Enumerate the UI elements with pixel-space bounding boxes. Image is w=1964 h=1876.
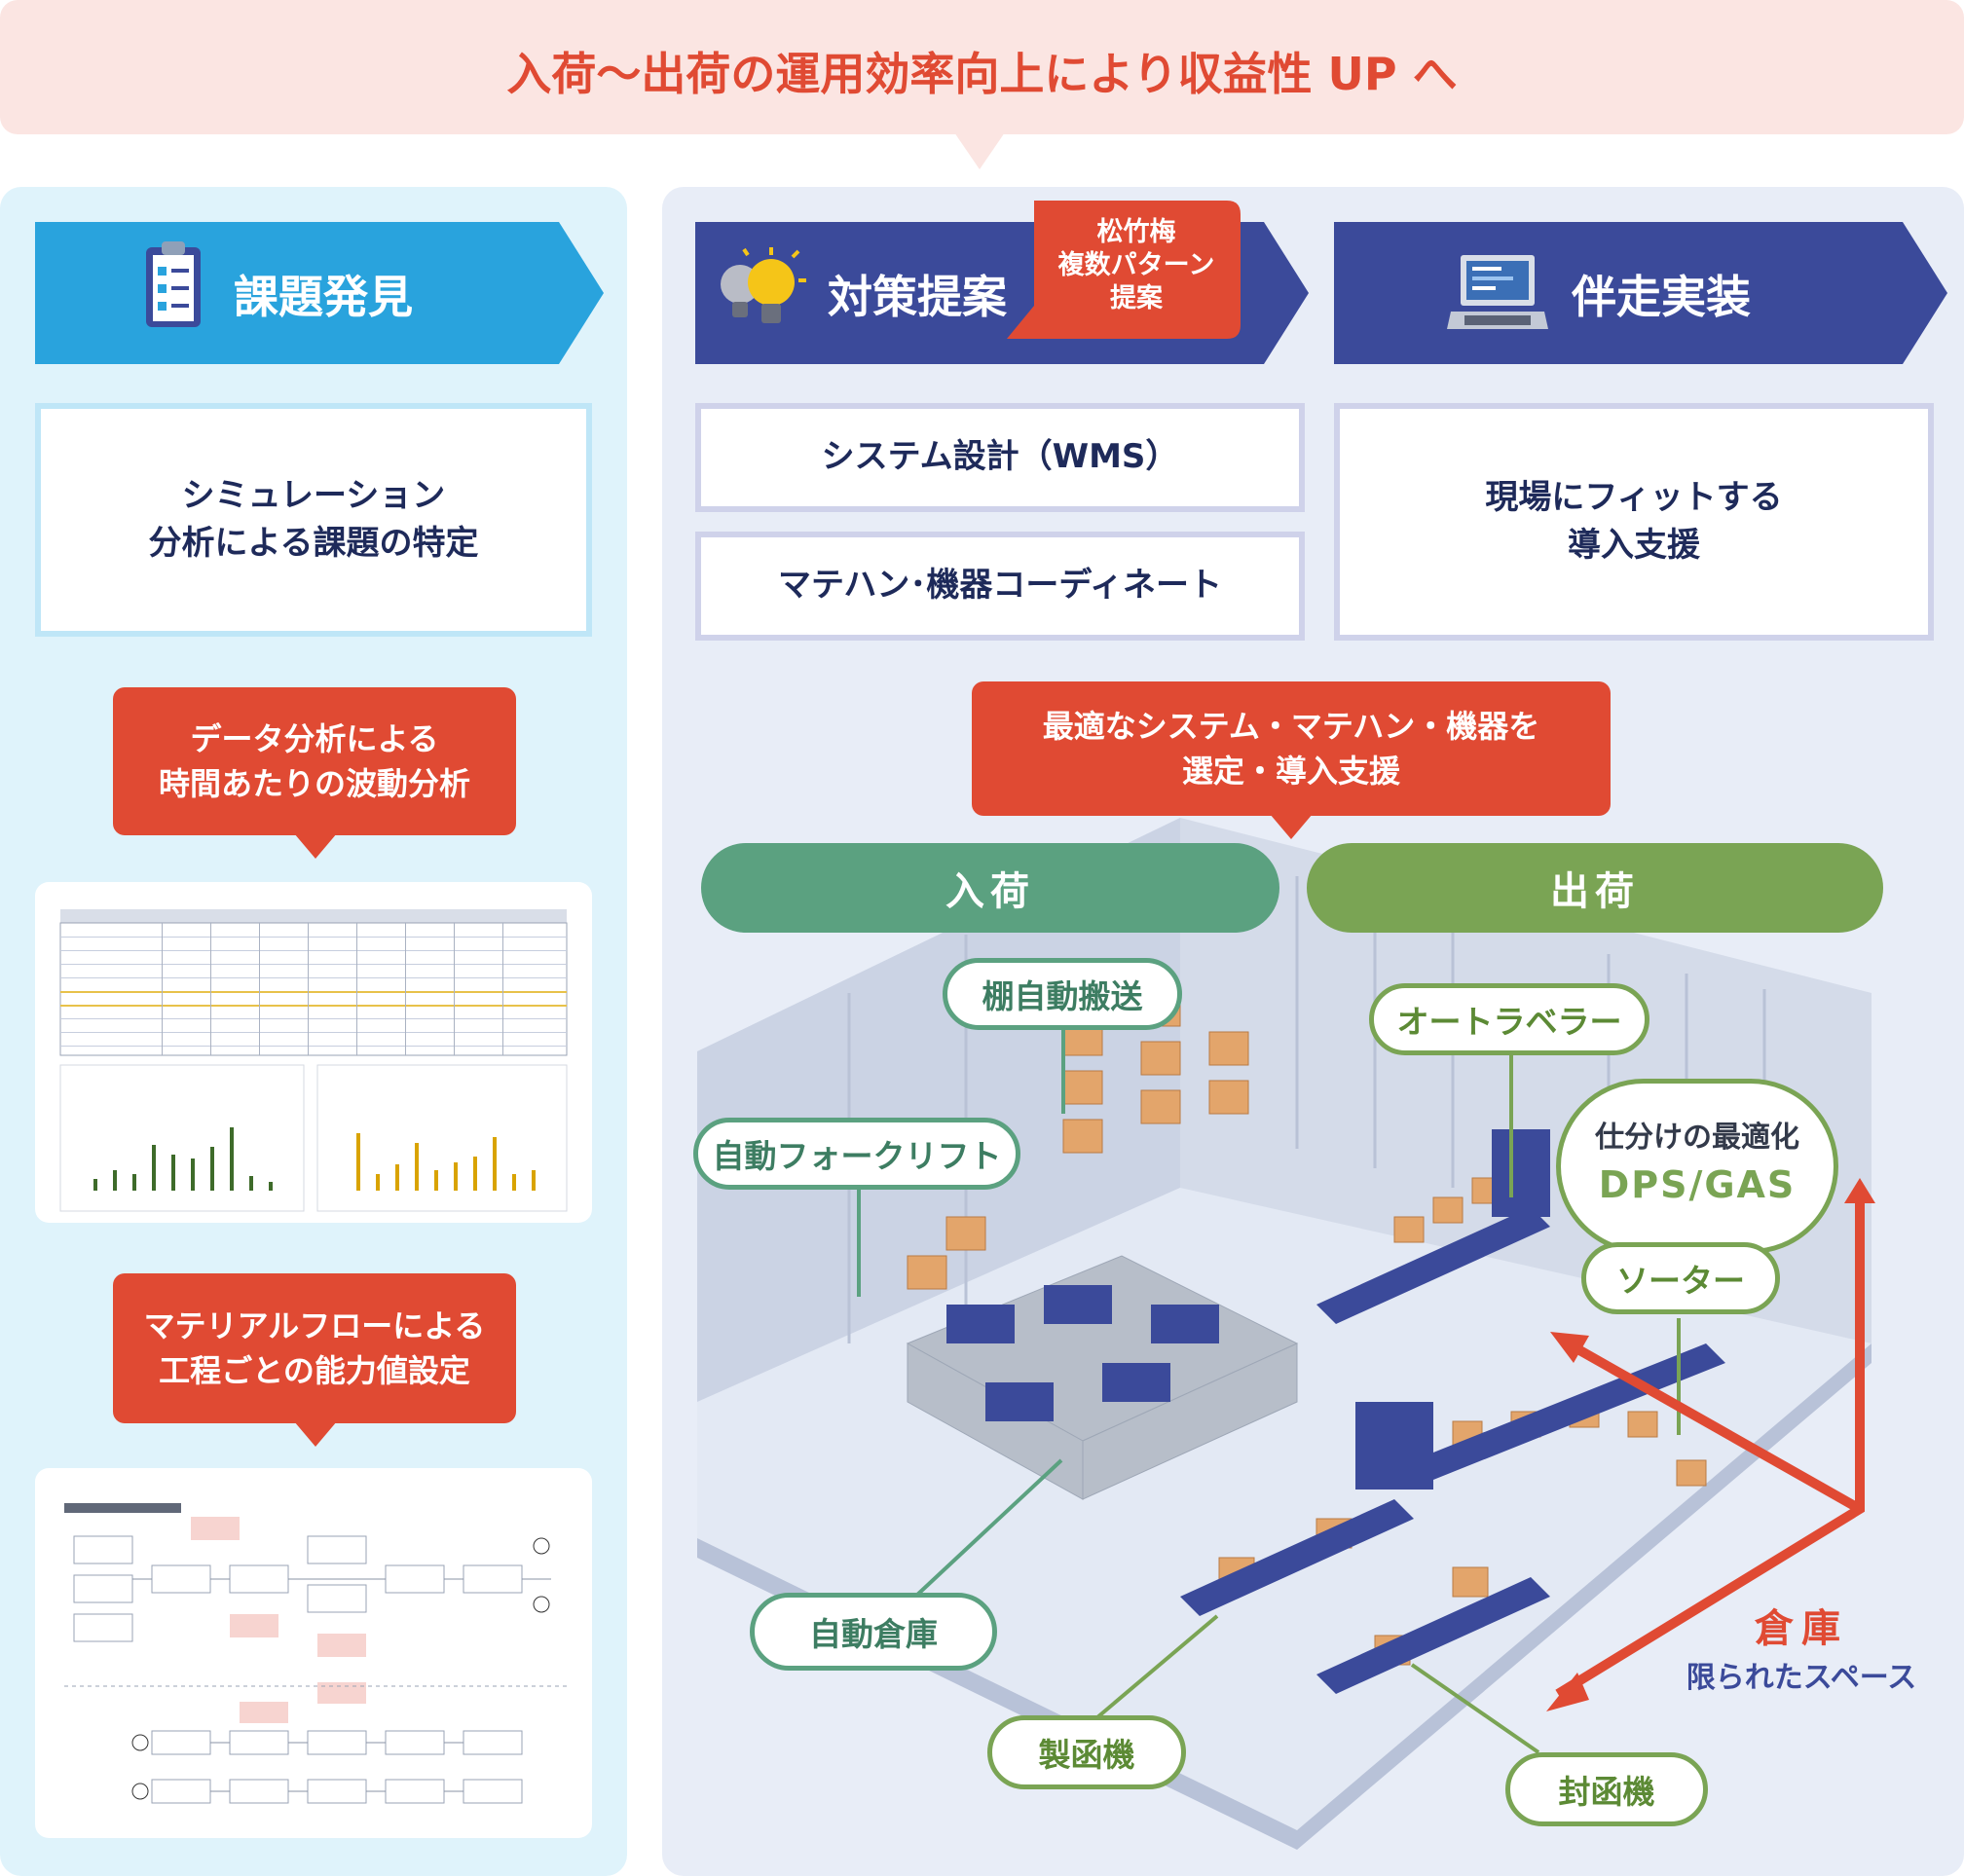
clipboard-icon <box>146 241 201 327</box>
outbound-pill: 出荷 <box>1307 843 1883 933</box>
header-banner <box>0 0 1964 134</box>
data-analysis-pointer <box>294 833 337 859</box>
material-flow-thumbnail <box>35 1468 592 1838</box>
laptop-icon <box>1447 255 1548 329</box>
material-flow-callout: マテリアルフローによる 工程ごとの能力値設定 <box>113 1273 516 1423</box>
label-auto-warehouse: 自動倉庫 <box>750 1593 997 1671</box>
matehan-box: マテハン･機器コーディネート <box>695 532 1305 641</box>
lower-connectors <box>913 1458 1219 1725</box>
shelf-connector <box>1061 1026 1065 1114</box>
banner-title: 入荷〜出荷の運用効率向上により収益性 UP へ <box>506 48 1458 100</box>
label-box-sealer: 封函機 <box>1505 1752 1708 1826</box>
step-label-proposal: 対策提案 <box>828 271 1007 323</box>
step-label-discovery: 課題発見 <box>234 271 413 323</box>
label-sorter: ソーター <box>1581 1242 1780 1314</box>
label-box-maker: 製函機 <box>987 1715 1186 1789</box>
label-autolabeler: オートラベラー <box>1369 983 1649 1055</box>
material-flow-pointer <box>294 1421 337 1447</box>
inbound-pill: 入荷 <box>701 843 1279 933</box>
data-analysis-callout: データ分析による 時間あたりの波動分析 <box>113 687 516 835</box>
sealer-connector <box>1410 1663 1540 1754</box>
selection-callout: 最適なシステム・マテハン・機器を 選定・導入支援 <box>972 681 1611 816</box>
space-arrow <box>1546 1178 1875 1711</box>
proposal-badge-text: 松竹梅 複数パターン 提案 <box>1057 217 1215 313</box>
warehouse-note-title: 倉庫 <box>1755 1606 1848 1651</box>
label-shelf-transport: 棚自動搬送 <box>943 958 1182 1030</box>
dps-subtitle: DPS/GAS <box>1598 1163 1797 1206</box>
selection-pointer <box>1270 814 1313 839</box>
lightbulb-icon <box>721 247 806 323</box>
warehouse-note-sub: 限られたスペース <box>1686 1661 1917 1695</box>
implementation-box: 現場にフィットする 導入支援 <box>1334 403 1934 641</box>
discovery-box: シミュレーション 分析による課題の特定 <box>35 403 592 637</box>
banner-pointer <box>954 132 1005 169</box>
label-auto-forklift: 自動フォークリフト <box>693 1118 1020 1190</box>
data-analysis-thumbnail <box>35 882 592 1223</box>
system-design-box: システム設計（WMS） <box>695 403 1305 512</box>
proposal-badge-shape <box>1007 201 1241 339</box>
forklift-connector <box>857 1190 861 1297</box>
autolabeler-connector <box>1509 1051 1513 1197</box>
sorter-connector <box>1677 1318 1681 1435</box>
dps-title: 仕分けの最適化 <box>1595 1121 1799 1155</box>
step-label-implementation: 伴走実装 <box>1572 271 1751 323</box>
